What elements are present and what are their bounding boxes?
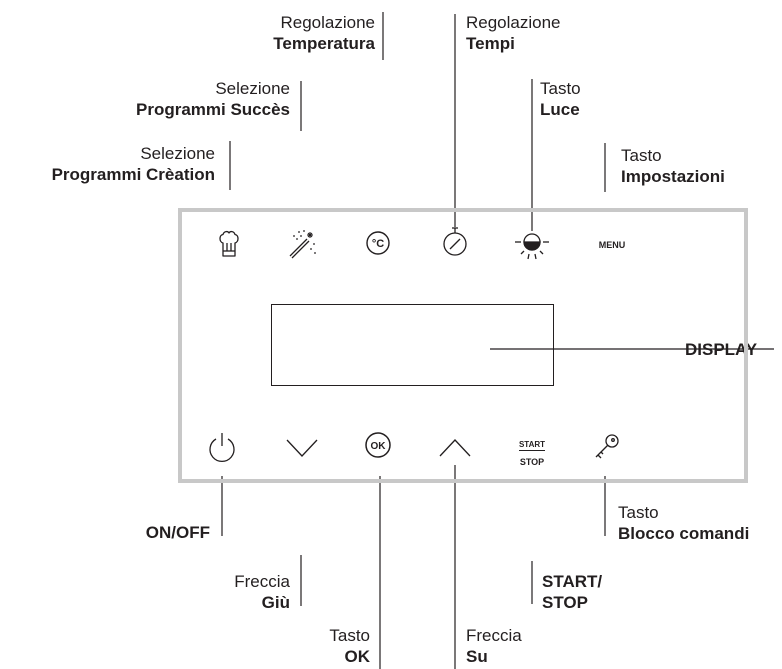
control-panel <box>178 208 748 483</box>
label-startstop: START/ STOP <box>542 571 602 613</box>
label-creation-line2: Programmi Crèation <box>51 165 215 184</box>
label-creation-line1: Selezione <box>140 144 215 163</box>
label-temperatura-line2: Temperatura <box>273 34 375 53</box>
key-icon[interactable] <box>592 432 622 462</box>
stopwatch-icon[interactable] <box>440 225 470 259</box>
label-impostazioni-line1: Tasto <box>621 146 662 165</box>
label-successo-line1: Selezione <box>215 79 290 98</box>
label-luce: Tasto Luce <box>540 78 581 120</box>
label-temperatura: Regolazione Temperatura <box>225 12 375 54</box>
light-bulb-icon[interactable] <box>513 228 551 262</box>
label-tempi-line1: Regolazione <box>466 13 561 32</box>
label-impostazioni: Tasto Impostazioni <box>621 145 725 187</box>
label-giu: Freccia Giù <box>190 571 290 613</box>
label-blocco: Tasto Blocco comandi <box>618 502 749 544</box>
ok-button-text: OK <box>371 441 387 452</box>
label-impostazioni-line2: Impostazioni <box>621 167 725 186</box>
label-luce-line2: Luce <box>540 100 580 119</box>
chef-hat-icon[interactable] <box>218 230 240 258</box>
label-blocco-line2: Blocco comandi <box>618 524 750 543</box>
ok-button-icon[interactable]: OK <box>364 431 392 459</box>
power-icon[interactable] <box>206 431 238 465</box>
label-startstop-line2: STOP <box>542 593 588 612</box>
magic-wand-icon[interactable] <box>286 228 318 260</box>
label-ok-line1: Tasto <box>329 626 370 645</box>
label-tempi-line2: Tempi <box>466 34 515 53</box>
label-display-text: DISPLAY <box>685 340 758 359</box>
label-luce-line1: Tasto <box>540 79 581 98</box>
label-successo: Selezione Programmi Succès <box>90 78 290 120</box>
label-onoff-text: ON/OFF <box>145 523 210 542</box>
temperature-icon[interactable]: °C <box>365 230 391 256</box>
label-display: DISPLAY <box>685 339 757 360</box>
label-giu-line1: Freccia <box>234 572 290 591</box>
label-su-line2: Su <box>466 647 488 666</box>
display-screen <box>271 304 554 386</box>
start-stop-button[interactable]: START STOP <box>514 434 550 470</box>
start-stop-button-start: START <box>518 440 546 451</box>
chevron-up-icon[interactable] <box>437 436 473 460</box>
chevron-down-icon[interactable] <box>284 436 320 460</box>
label-ok-line2: OK <box>344 647 371 666</box>
menu-button[interactable]: MENU <box>598 240 626 250</box>
label-blocco-line1: Tasto <box>618 503 659 522</box>
label-startstop-line1: START/ <box>542 572 603 591</box>
svg-text:°C: °C <box>372 238 384 250</box>
label-su: Freccia Su <box>466 625 522 667</box>
label-ok: Tasto OK <box>270 625 370 667</box>
label-giu-line2: Giù <box>261 593 290 612</box>
label-tempi: Regolazione Tempi <box>466 12 561 54</box>
label-successo-line2: Programmi Succès <box>135 100 290 119</box>
label-temperatura-line1: Regolazione <box>280 13 375 32</box>
label-onoff: ON/OFF <box>90 522 210 543</box>
label-creation: Selezione Programmi Crèation <box>0 143 215 185</box>
label-su-line1: Freccia <box>466 626 522 645</box>
start-stop-button-stop: STOP <box>519 457 545 467</box>
